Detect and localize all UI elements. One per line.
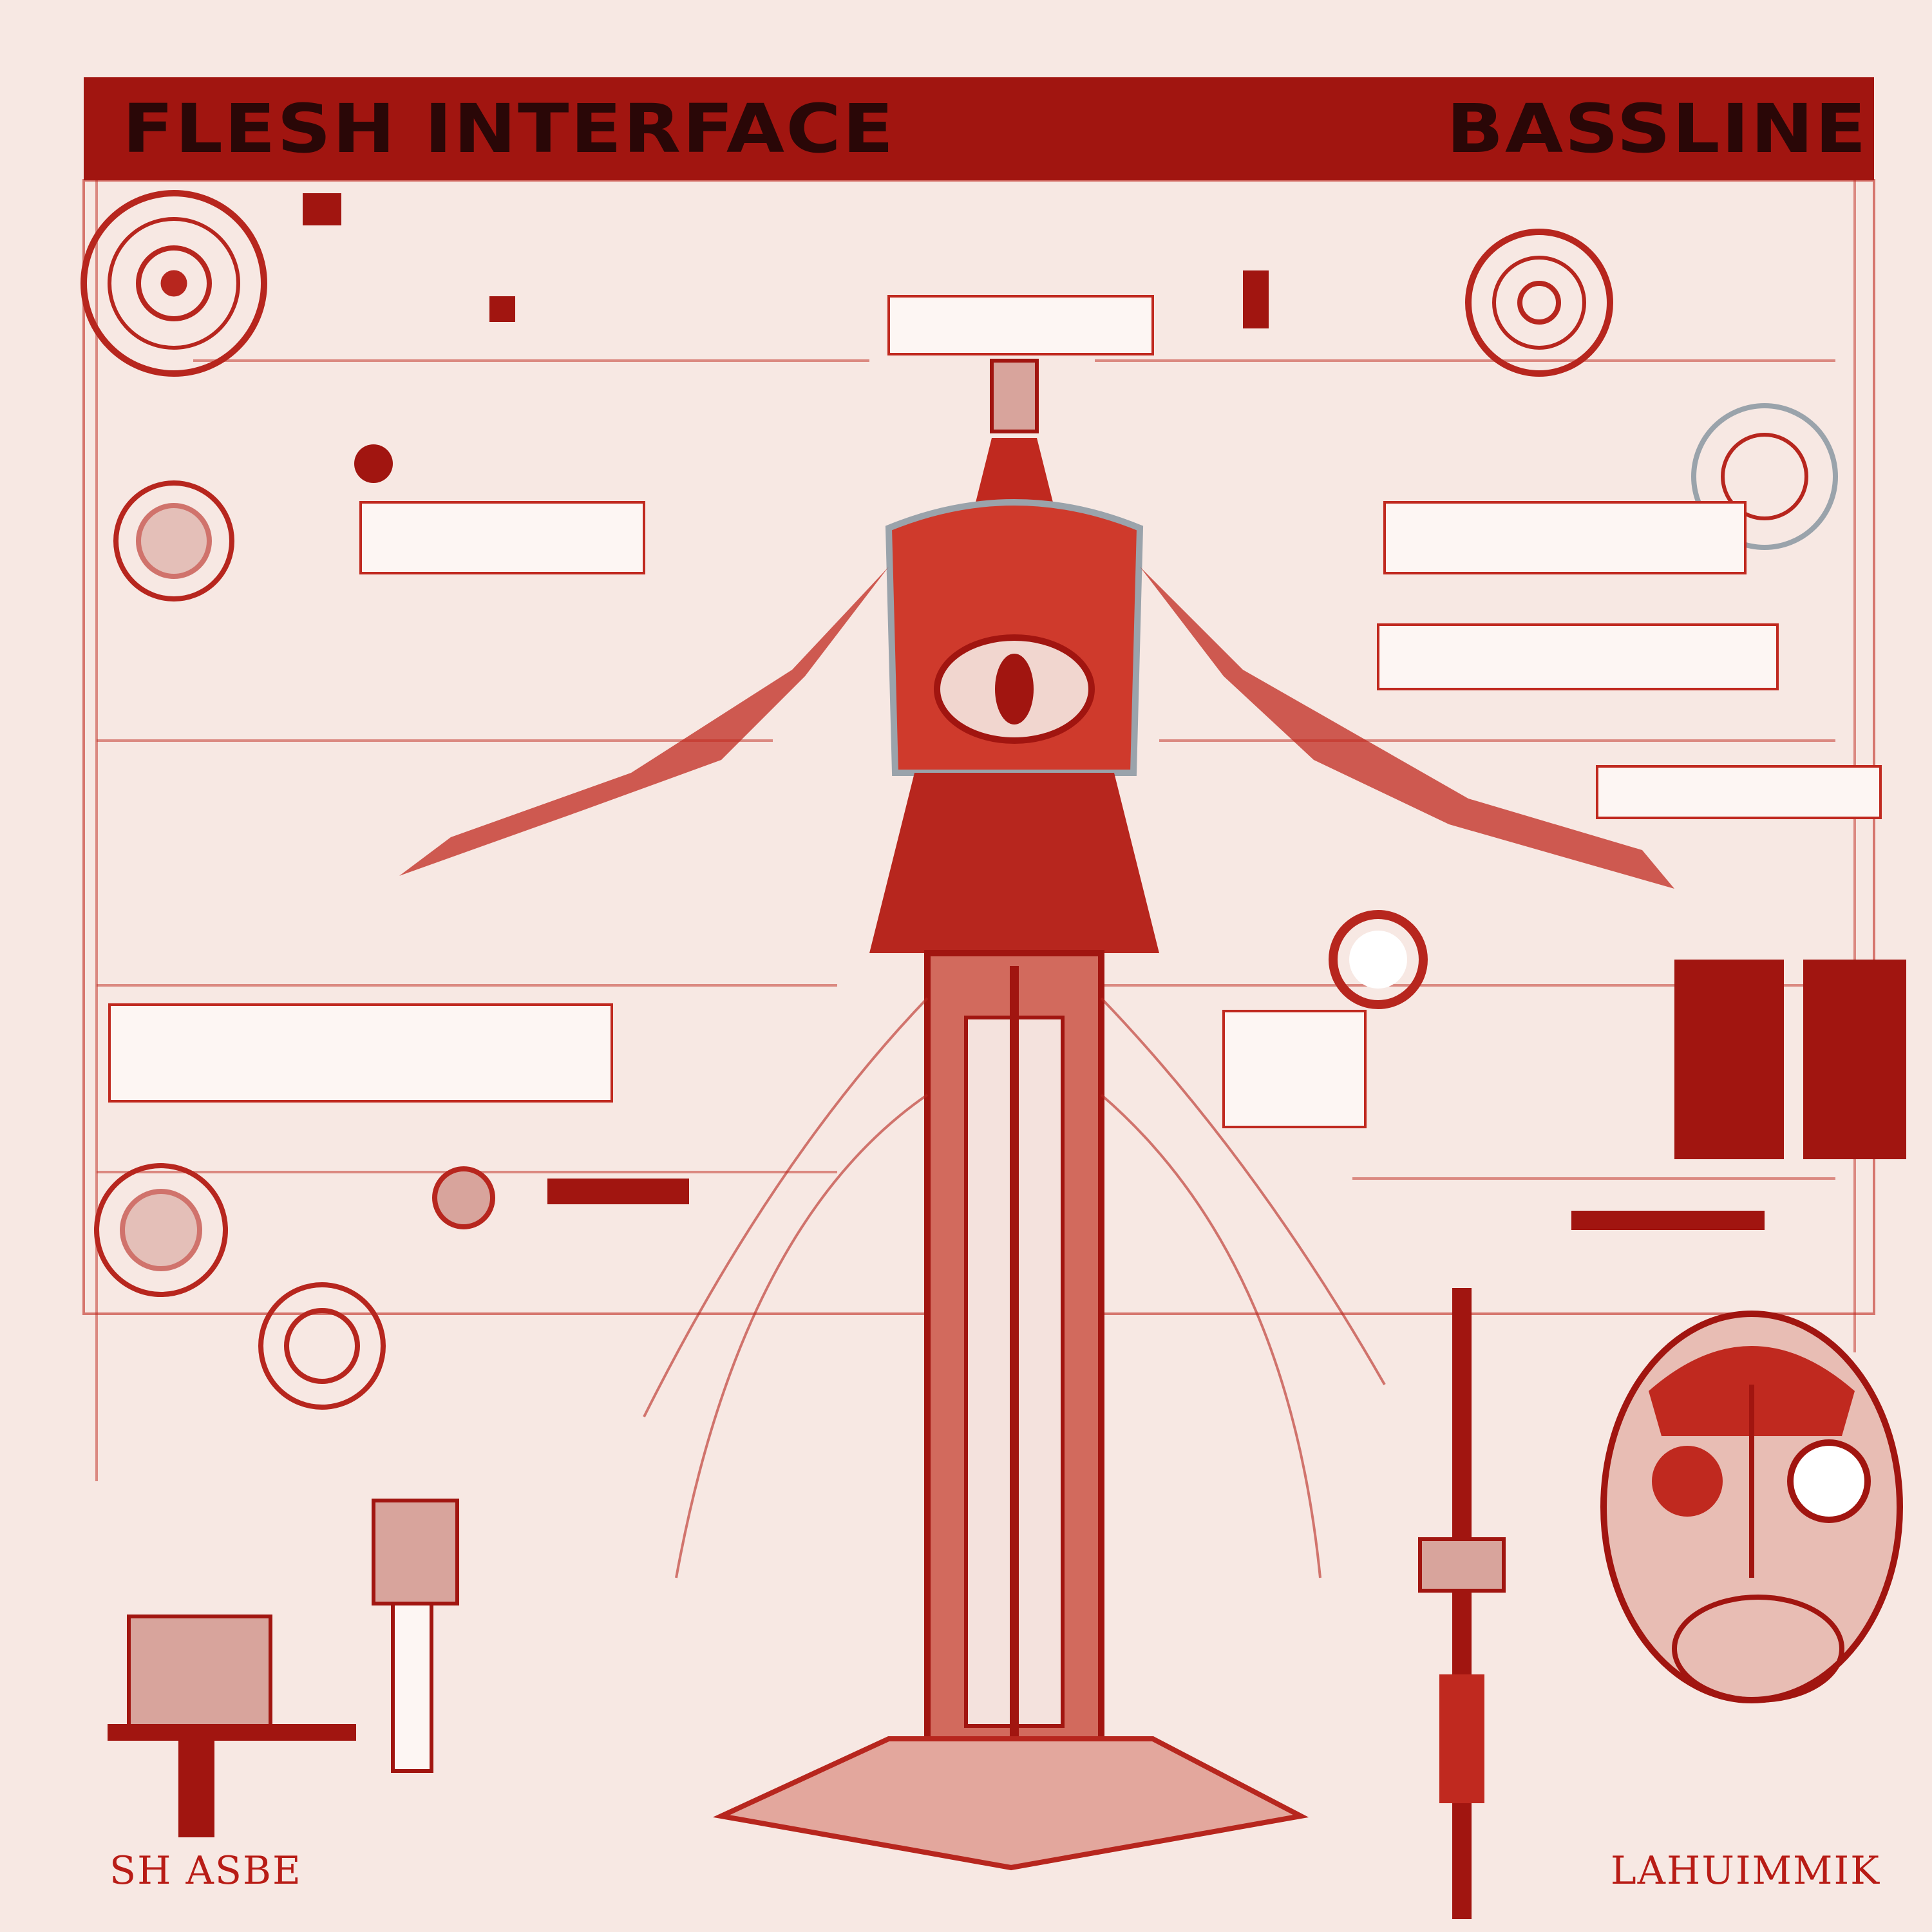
blueprint-panel <box>108 295 1882 1128</box>
skull-head <box>1600 1311 1903 1703</box>
gear-icon <box>1465 229 1838 550</box>
blueprint-panel <box>303 193 1906 1230</box>
footer-left-text: SH ASBE <box>109 1848 302 1893</box>
artist-name: BASSLINE <box>1446 90 1868 168</box>
gear-icon <box>80 190 267 377</box>
footer-right-text: LAHUIMMIK <box>1610 1848 1880 1893</box>
dial-icon <box>94 444 1428 1410</box>
robot-figure <box>399 359 1674 1871</box>
blueprint-panel <box>108 1499 459 1837</box>
album-title: FLESH INTERFACE <box>122 90 895 168</box>
blueprint-panel <box>1418 1288 1506 1919</box>
header-bar <box>84 77 1874 180</box>
